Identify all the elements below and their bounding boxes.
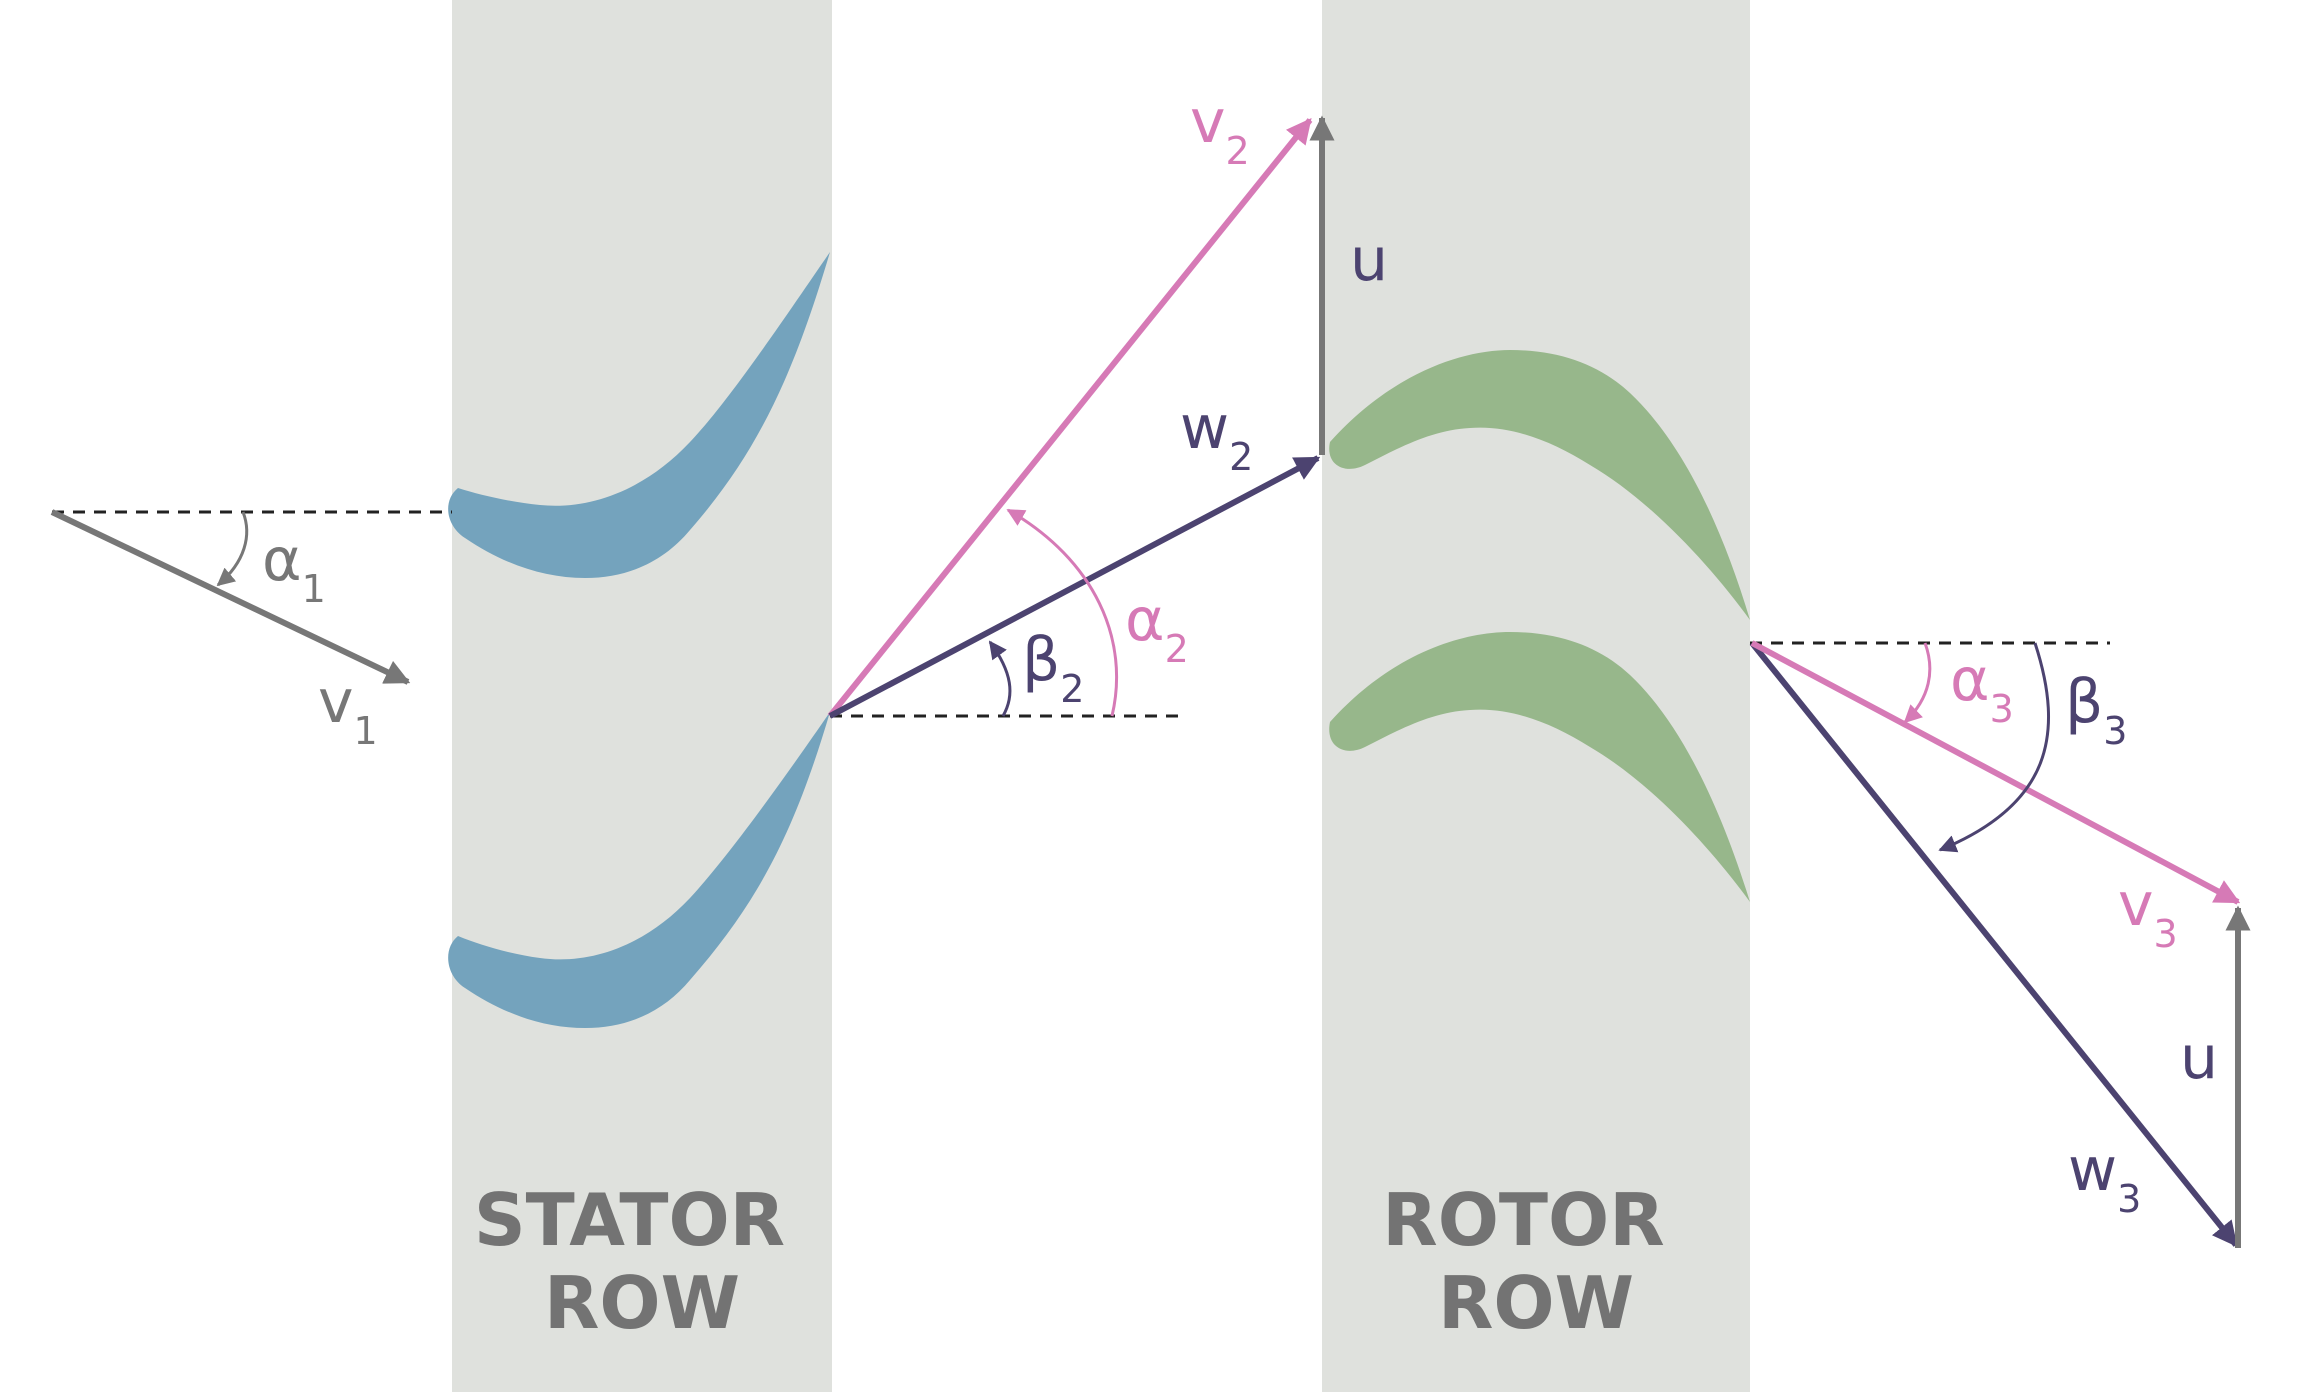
- v3-vector: [1750, 640, 2241, 905]
- alpha1-label: α1: [262, 525, 326, 611]
- v1-label: v1: [318, 667, 378, 753]
- rotor-title-line1: ROTOR: [1382, 1178, 1664, 1262]
- stator-row-title: STATOR ROW: [474, 1178, 810, 1345]
- beta3-arc: [1938, 642, 2051, 853]
- v3-label: v3: [2118, 870, 2178, 956]
- u-bottom-label: u: [2180, 1023, 2218, 1093]
- stator-band: [452, 0, 832, 1392]
- alpha3-label: α3: [1950, 645, 2014, 731]
- v1-vector: [50, 509, 411, 685]
- v2-vector: [827, 118, 1313, 718]
- alpha3-arc: [1903, 642, 1932, 724]
- rotor-row-title: ROTOR ROW: [1382, 1178, 1690, 1345]
- v2-label: v2: [1190, 87, 1250, 173]
- alpha2-label: α2: [1125, 585, 1189, 671]
- stator-title-line2: ROW: [544, 1261, 740, 1345]
- stator-blade-lower: [448, 712, 830, 1028]
- rotor-blade-upper: [1329, 350, 1750, 620]
- rotor-blade-lower: [1329, 632, 1750, 902]
- u-top-label: u: [1350, 225, 1388, 295]
- beta2-label: β2: [1022, 625, 1084, 711]
- alpha2-arc: [1006, 508, 1119, 717]
- w2-label: w2: [1180, 393, 1253, 479]
- w2-vector: [828, 455, 1321, 719]
- stator-blade-upper: [448, 252, 830, 578]
- beta3-label: β3: [2065, 667, 2127, 753]
- w3-label: w3: [2068, 1135, 2141, 1221]
- beta2-arc: [988, 640, 1012, 717]
- w3-vector: [1749, 641, 2239, 1247]
- stator-title-line1: STATOR: [474, 1178, 785, 1262]
- rotor-title-line2: ROW: [1438, 1261, 1634, 1345]
- alpha1-arc: [216, 511, 249, 587]
